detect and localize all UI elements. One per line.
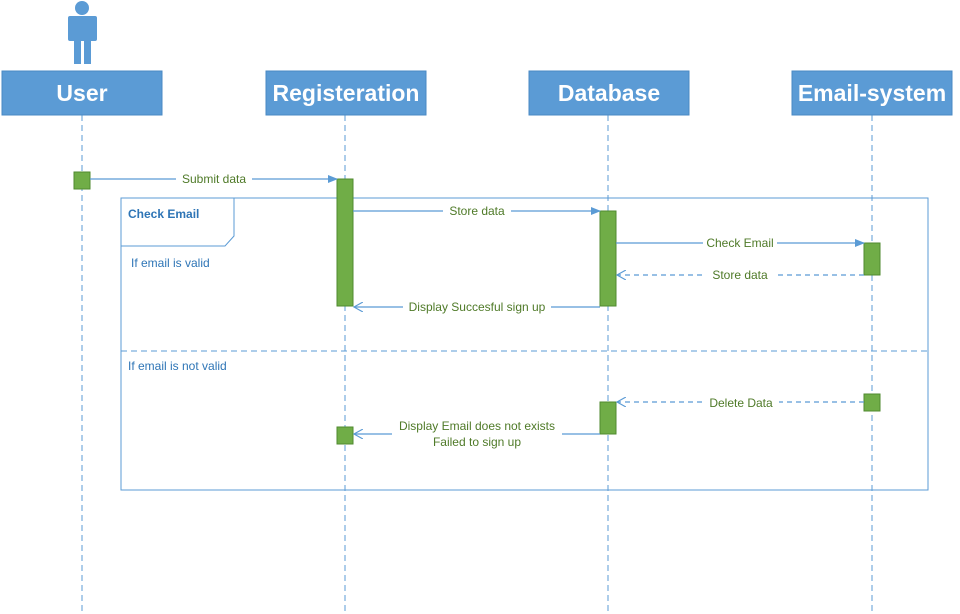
user-actor-icon bbox=[68, 1, 97, 64]
frame-title: Check Email bbox=[128, 207, 199, 221]
user-lifeline-header: User bbox=[1, 70, 163, 116]
registration-lifeline-header: Registeration bbox=[265, 70, 427, 116]
email-system-activation-2 bbox=[863, 393, 881, 412]
message-check-email-label: Check Email bbox=[706, 236, 773, 250]
message-store-data: Store data bbox=[353, 204, 601, 218]
email-system-lifeline-header: Email-system bbox=[791, 70, 953, 116]
guard-invalid: If email is not valid bbox=[128, 359, 227, 373]
email-system-lifeline-title: Email-system bbox=[798, 80, 946, 106]
user-lifeline-title: User bbox=[56, 80, 107, 106]
message-display-email-not-exists: Display Email does not exists Failed to … bbox=[354, 419, 600, 449]
message-display-email-not-exists-label: Display Email does not exists bbox=[399, 419, 555, 433]
database-activation-1 bbox=[599, 210, 617, 307]
email-system-activation-1 bbox=[863, 242, 881, 276]
message-failed-sign-up-label: Failed to sign up bbox=[433, 435, 521, 449]
guard-valid: If email is valid bbox=[131, 256, 210, 270]
database-lifeline-title: Database bbox=[558, 80, 660, 106]
return-store-data-label: Store data bbox=[712, 268, 768, 282]
return-store-data: Store data bbox=[617, 268, 864, 282]
registration-activation-2 bbox=[336, 426, 354, 445]
registration-activation-1 bbox=[336, 178, 354, 307]
registration-lifeline-title: Registeration bbox=[273, 80, 420, 106]
database-lifeline-header: Database bbox=[528, 70, 690, 116]
user-activation bbox=[73, 171, 91, 190]
message-submit-data-label: Submit data bbox=[182, 172, 246, 186]
message-submit-data: Submit data bbox=[90, 172, 338, 186]
database-activation-2 bbox=[599, 401, 617, 435]
message-display-success-label: Display Succesful sign up bbox=[409, 300, 546, 314]
message-store-data-label: Store data bbox=[449, 204, 505, 218]
frame-title-tab bbox=[121, 198, 235, 247]
message-check-email: Check Email bbox=[616, 236, 865, 250]
message-display-success: Display Succesful sign up bbox=[354, 300, 600, 314]
return-delete-data-label: Delete Data bbox=[709, 396, 773, 410]
return-delete-data: Delete Data bbox=[617, 395, 864, 410]
check-email-frame: Check Email If email is valid If email i… bbox=[120, 197, 929, 491]
